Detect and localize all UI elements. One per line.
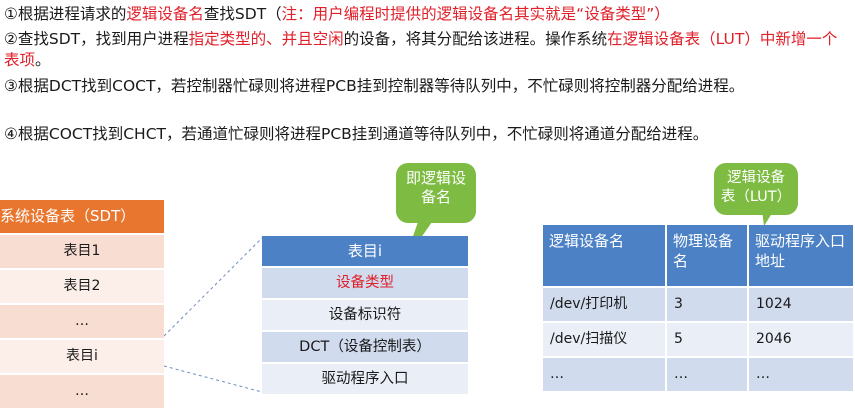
step-2-text-a: ②查找SDT，找到用户进程	[4, 30, 189, 48]
dct-row-dct: DCT（设备控制表）	[262, 330, 468, 362]
lut-cell: 3	[667, 288, 749, 321]
step-1-text-b: 查找SDT（	[203, 5, 282, 23]
sdt-row: …	[0, 303, 164, 338]
lut-cell: …	[749, 358, 855, 391]
step-1: ①根据进程请求的逻辑设备名查找SDT（注：用户编程时提供的逻辑设备名其实就是“设…	[4, 4, 850, 25]
lut-cell: 1024	[749, 288, 855, 321]
lut-header-cell: 驱动程序入口地址	[749, 225, 855, 286]
step-3: ③根据DCT找到COCT，若控制器忙碌则将进程PCB挂到控制器等待队列中，不忙碌…	[4, 77, 745, 95]
sdt-row: 表目1	[0, 233, 164, 268]
lut-cell: 5	[667, 323, 749, 356]
dct-callout: 即逻辑设备名	[396, 163, 476, 223]
lut-header-row: 逻辑设备名 物理设备名 驱动程序入口地址	[543, 225, 855, 286]
step-1-highlight-b: 注：用户编程时提供的逻辑设备名其实就是“设备类型”）	[281, 5, 670, 23]
dct-entry-table: 表目i 设备类型 设备标识符 DCT（设备控制表） 驱动程序入口	[262, 236, 468, 394]
lut-header-cell: 逻辑设备名	[543, 225, 667, 286]
dct-row-device-id: 设备标识符	[262, 298, 468, 330]
step-1-highlight-a: 逻辑设备名	[126, 5, 204, 23]
sdt-title: 系统设备表（SDT）	[0, 200, 164, 233]
step-2-text-b: 的设备，将其分配给该进程。操作系统	[343, 30, 608, 48]
lut-cell: …	[543, 358, 667, 391]
lut-cell: /dev/扫描仪	[543, 323, 667, 356]
step-1-text-a: ①根据进程请求的	[4, 5, 127, 23]
table-row: /dev/打印机 3 1024	[543, 286, 855, 321]
lut-header-cell: 物理设备名	[667, 225, 749, 286]
lut-callout: 逻辑设备表（LUT）	[714, 163, 798, 215]
dct-row-driver-entry: 驱动程序入口	[262, 362, 468, 394]
step-4: ④根据COCT找到CHCT，若通道忙碌则将进程PCB挂到通道等待队列中，不忙碌则…	[4, 125, 709, 143]
lut-cell: /dev/打印机	[543, 288, 667, 321]
step-2-highlight-a: 指定类型的、并且空闲	[188, 30, 344, 48]
table-row: … … …	[543, 356, 855, 391]
sdt-row: 表目i	[0, 338, 164, 373]
sdt-table: 系统设备表（SDT） 表目1 表目2 … 表目i …	[0, 200, 164, 408]
dct-title: 表目i	[262, 236, 468, 266]
sdt-row: 表目2	[0, 268, 164, 303]
dct-row-device-type: 设备类型	[262, 266, 468, 298]
sdt-row: …	[0, 373, 164, 408]
lut-cell: 2046	[749, 323, 855, 356]
lut-cell: …	[667, 358, 749, 391]
step-2: ②查找SDT，找到用户进程指定类型的、并且空闲的设备，将其分配给该进程。操作系统…	[4, 29, 850, 71]
step-2-highlight-b: 在逻辑设备表（LUT）中新增一个表项	[4, 30, 838, 69]
step-2-text-c: 。	[35, 51, 51, 69]
table-row: /dev/扫描仪 5 2046	[543, 321, 855, 356]
lut-table: 逻辑设备名 物理设备名 驱动程序入口地址 /dev/打印机 3 1024 /de…	[543, 225, 855, 391]
